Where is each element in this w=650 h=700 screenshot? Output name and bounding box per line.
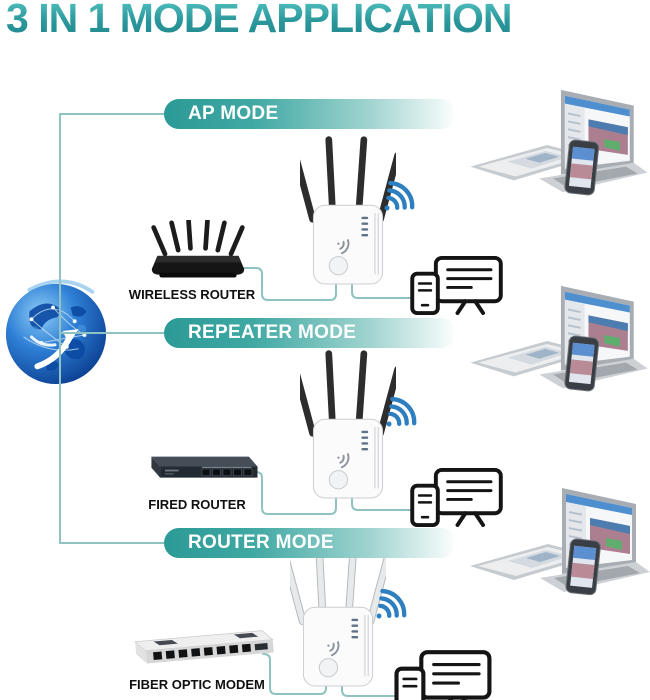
source-device-label-wireless-router: WIRELESS ROUTER xyxy=(128,287,256,302)
wifi-extender-device-3 xyxy=(290,537,386,687)
wifi-extender-device-1 xyxy=(300,135,396,285)
section-connector-lines xyxy=(242,267,411,697)
line-extender-to-clients-3 xyxy=(341,681,401,697)
client-devices-icon-2 xyxy=(410,467,503,527)
mode-banner-router-label: ROUTER MODE xyxy=(188,532,334,553)
line-extender-to-clients-2 xyxy=(351,497,411,511)
line-extender-to-clients-1 xyxy=(351,283,411,299)
laptop-tablet-phone-photo-3 xyxy=(469,487,650,597)
mode-banner-router: ROUTER MODE xyxy=(164,528,456,558)
wired-router-icon xyxy=(151,456,258,478)
source-device-label-fiber-optic-modem: FIBER OPTIC MODEM xyxy=(129,677,265,692)
client-devices-icon-3 xyxy=(397,652,490,700)
source-device-label-fired-router: FIRED ROUTER xyxy=(148,497,246,512)
wireless-router-icon xyxy=(152,221,244,278)
mode-banner-repeater-label: REPEATER MODE xyxy=(188,322,357,343)
fiber-optic-modem-icon xyxy=(134,629,275,665)
connector-tree-lines xyxy=(59,113,165,544)
mode-banner-ap-label: AP MODE xyxy=(188,103,279,124)
mode-banner-repeater: REPEATER MODE xyxy=(164,318,456,348)
page-title: 3 IN 1 MODE APPLICATION xyxy=(6,0,512,41)
client-devices-icon-1 xyxy=(410,255,503,315)
laptop-tablet-phone-photo-1 xyxy=(469,88,648,197)
line-router-to-extender-1 xyxy=(242,267,337,301)
line-modem-to-extender-3 xyxy=(262,653,327,695)
mode-banner-ap: AP MODE xyxy=(164,99,456,129)
wifi-extender-device-2 xyxy=(300,349,396,499)
line-router-to-extender-2 xyxy=(254,471,337,515)
